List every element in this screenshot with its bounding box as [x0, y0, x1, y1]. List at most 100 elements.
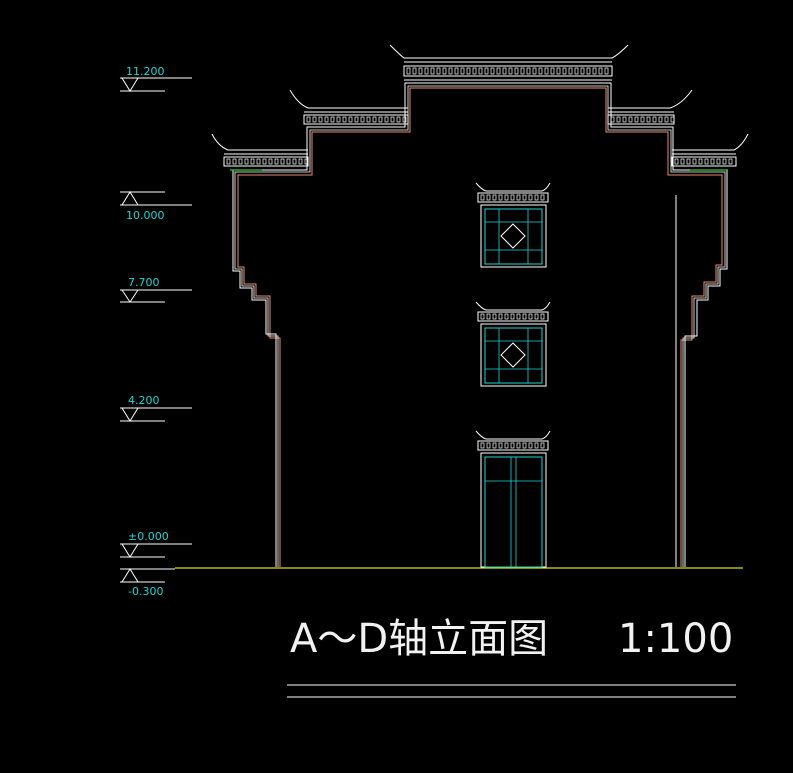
roof-eave-lower-right: [671, 133, 749, 167]
window-dentil: [498, 194, 503, 201]
eave-dentil: [610, 116, 615, 123]
window-dentil: [486, 194, 491, 201]
window-dentil: [540, 313, 545, 320]
eave-dentil: [704, 158, 709, 165]
window-dentil: [534, 442, 539, 449]
window-dentil: [480, 442, 485, 449]
window-dentil: [492, 442, 497, 449]
eave-dentil: [562, 67, 567, 75]
level-label: 7.700: [128, 276, 160, 289]
eave-dentil: [616, 116, 621, 123]
window-dentil: [528, 442, 533, 449]
level-marker-10000: 10.000: [120, 191, 192, 222]
window-upper: [475, 182, 551, 268]
facade-outer-outline: [232, 82, 728, 567]
eave-dentil: [292, 158, 297, 165]
eave-dentil: [686, 158, 691, 165]
window-dentil: [480, 313, 485, 320]
level-marker-minus300: -0.300: [120, 568, 175, 598]
eave-dentil: [722, 158, 727, 165]
window-middle: [475, 301, 551, 387]
window-dentil: [486, 313, 491, 320]
level-marker-7700: 7.700: [120, 276, 192, 303]
eave-dentil: [634, 116, 639, 123]
eave-dentil: [692, 158, 697, 165]
eave-dentil: [360, 116, 365, 123]
window-dentil: [534, 313, 539, 320]
window-dentil: [528, 313, 533, 320]
eave-dentil: [232, 158, 237, 165]
eave-dentil: [586, 67, 591, 75]
eave-dentil: [670, 116, 675, 123]
eave-dentil: [728, 158, 733, 165]
eave-dentil: [520, 67, 525, 75]
eave-dentil: [604, 67, 609, 75]
eave-dentil: [396, 116, 401, 123]
roof-eave-top: [389, 44, 629, 81]
eave-dentil: [342, 116, 347, 123]
eave-dentil: [262, 158, 267, 165]
eave-dentil: [556, 67, 561, 75]
eave-dentil: [286, 158, 291, 165]
eave-dentil: [568, 67, 573, 75]
eave-dentil: [348, 116, 353, 123]
level-marker-4200: 4.200: [120, 394, 192, 422]
eave-dentil: [378, 116, 383, 123]
window-dentil: [498, 442, 503, 449]
eave-dentil: [484, 67, 489, 75]
eave-dentil: [698, 158, 703, 165]
eave-dentil: [674, 158, 679, 165]
window-dentil: [504, 442, 509, 449]
eave-dentil: [354, 116, 359, 123]
eave-dentil: [550, 67, 555, 75]
window-dentil: [516, 194, 521, 201]
window-dentil: [540, 442, 545, 449]
window-dentil: [486, 442, 491, 449]
eave-dentil: [448, 67, 453, 75]
eave-dentil: [226, 158, 231, 165]
eave-dentil: [454, 67, 459, 75]
eave-dentil: [598, 67, 603, 75]
eave-dentil: [304, 158, 309, 165]
eave-dentil: [526, 67, 531, 75]
eave-dentil: [472, 67, 477, 75]
drawing-scale: 1:100: [618, 616, 733, 662]
eave-dentil: [430, 67, 435, 75]
eave-dentil: [244, 158, 249, 165]
window-dentil: [522, 313, 527, 320]
level-marker-0000: ±0.000: [120, 530, 192, 558]
eave-dentil: [298, 158, 303, 165]
roof-eave-upper-right: [607, 89, 693, 125]
eave-dentil: [574, 67, 579, 75]
window-dentil: [534, 194, 539, 201]
eave-dentil: [280, 158, 285, 165]
eave-dentil: [628, 116, 633, 123]
eave-dentil: [664, 116, 669, 123]
eave-dentil: [652, 116, 657, 123]
eave-dentil: [384, 116, 389, 123]
eave-dentil: [466, 67, 471, 75]
eave-dentil: [412, 67, 417, 75]
drawing-title: A～D轴立面图: [290, 616, 548, 662]
eave-dentil: [460, 67, 465, 75]
window-dentil: [510, 194, 515, 201]
window-dentil: [528, 194, 533, 201]
eave-dentil: [514, 67, 519, 75]
eave-dentil: [496, 67, 501, 75]
eave-dentil: [646, 116, 651, 123]
eave-dentil: [716, 158, 721, 165]
eave-dentil: [324, 116, 329, 123]
level-label: -0.300: [128, 585, 163, 598]
window-dentil: [492, 194, 497, 201]
eave-dentil: [658, 116, 663, 123]
eave-dentil: [544, 67, 549, 75]
eave-dentil: [580, 67, 585, 75]
level-label: 11.200: [126, 65, 165, 78]
eave-dentil: [274, 158, 279, 165]
eave-dentil: [238, 158, 243, 165]
window-dentil: [516, 442, 521, 449]
window-dentil: [492, 313, 497, 320]
entrance-door: [475, 430, 551, 568]
